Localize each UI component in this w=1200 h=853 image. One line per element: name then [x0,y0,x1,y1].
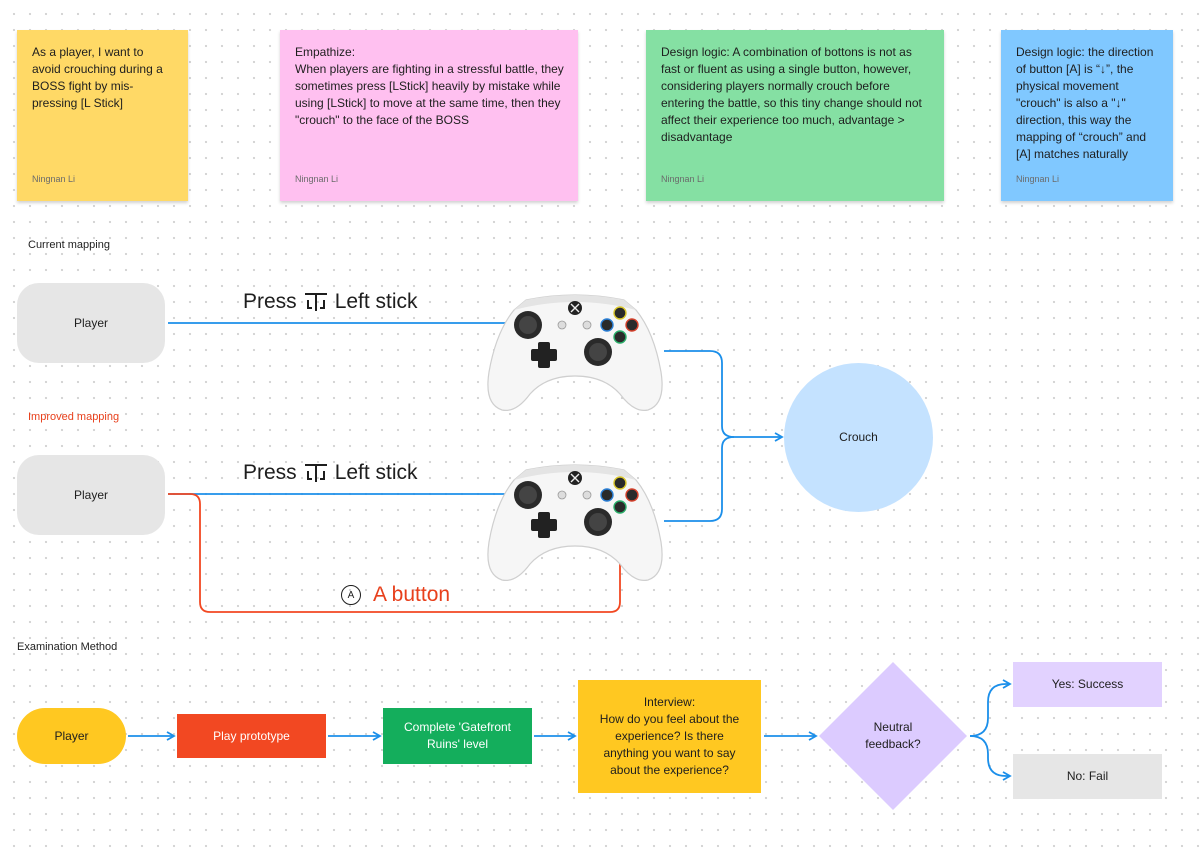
sticky-note-text: Design logic: A combination of bottons i… [661,45,922,144]
current-connector-label: Press Left stick [243,290,418,314]
interview-label: Interview: How do you feel about the exp… [599,695,740,777]
a-button-badge-letter: A [347,589,355,601]
a-button-badge-icon: A [341,585,361,605]
left-stick-icon [304,293,327,311]
press-text: Press [243,290,297,313]
connector-a-button [168,493,625,613]
flow-arrow-decision-to-yes [969,679,1012,737]
current-player-node[interactable]: Player [17,283,165,363]
flow-arrow-decision-to-no [969,735,1012,781]
decision-node[interactable]: Neutral feedback? [818,661,968,811]
examination-method-label: Examination Method [17,641,118,653]
sticky-note-design-logic-combination[interactable]: Design logic: A combination of bottons i… [646,30,944,201]
no-fail-label: No: Fail [1066,769,1109,783]
sticky-note-user-story[interactable]: As a player, I want to avoid crouching d… [17,30,188,201]
connector-controller-bottom-to-crouch [664,436,735,522]
current-player-label: Player [73,315,108,330]
current-mapping-label: Current mapping [28,239,110,251]
sticky-note-author: Ningnan Li [295,174,339,184]
interview-node[interactable]: Interview: How do you feel about the exp… [578,680,761,793]
decision-label: Neutral feedback? [865,720,921,751]
sticky-note-empathize[interactable]: Empathize: When players are fighting in … [280,30,578,201]
left-stick-text: Left stick [334,461,418,484]
sticky-note-text: Design logic: the direction of button [A… [1016,45,1154,161]
improved-player-label: Player [73,487,108,502]
sticky-note-design-logic-direction[interactable]: Design logic: the direction of button [A… [1001,30,1173,201]
play-prototype-node[interactable]: Play prototype [177,714,326,758]
crouch-label: Crouch [839,430,878,444]
yes-success-label: Yes: Success [1051,677,1124,691]
improved-connector-label: Press Left stick [243,461,418,485]
complete-level-node[interactable]: Complete 'Gatefront Ruins' level [383,708,532,764]
yes-success-node[interactable]: Yes: Success [1013,662,1162,707]
left-stick-text: Left stick [334,290,418,313]
sticky-note-text: As a player, I want to avoid crouching d… [32,45,163,110]
press-text: Press [243,461,297,484]
controller-icon-bottom [487,464,663,582]
improved-player-node[interactable]: Player [17,455,165,535]
complete-level-label: Complete 'Gatefront Ruins' level [403,720,511,751]
play-prototype-label: Play prototype [213,728,290,743]
a-button-connector-label: A A button [341,583,450,607]
decision-text-wrap: Neutral feedback? [818,661,968,811]
no-fail-node[interactable]: No: Fail [1013,754,1162,799]
crouch-node[interactable]: Crouch [784,363,933,512]
decision-diamond-shape [819,662,967,810]
connector-controller-top-to-crouch [664,350,784,442]
exam-player-label: Player [54,728,89,743]
a-button-text: A button [373,583,451,606]
left-stick-icon [304,464,327,482]
controller-icon-top [487,294,663,412]
exam-player-node[interactable]: Player [17,708,126,764]
sticky-note-author: Ningnan Li [32,174,76,184]
sticky-note-text: Empathize: When players are fighting in … [295,45,564,127]
sticky-note-author: Ningnan Li [661,174,705,184]
sticky-note-author: Ningnan Li [1016,174,1060,184]
improved-mapping-label: Improved mapping [28,411,120,423]
